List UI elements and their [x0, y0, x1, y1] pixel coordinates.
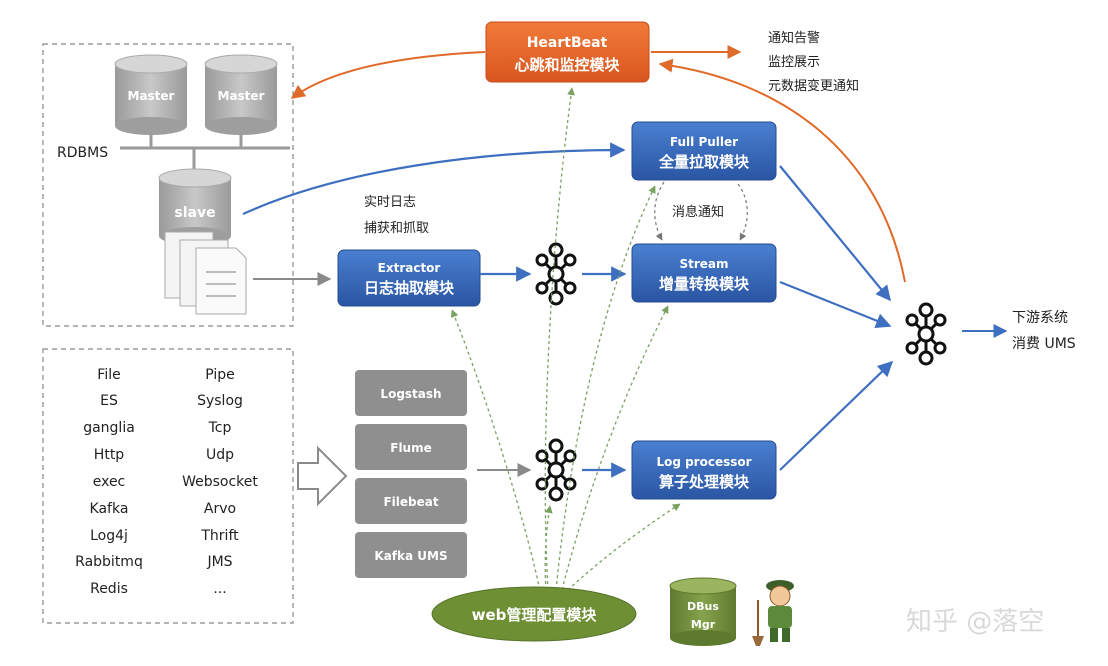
svg-text:DBus: DBus [687, 600, 719, 613]
full-puller-subtitle: 全量拉取模块 [658, 153, 750, 171]
source-item: JMS [206, 554, 232, 570]
svg-text:消费 UMS: 消费 UMS [1012, 336, 1076, 352]
alert-line: 元数据变更通知 [768, 78, 859, 94]
source-item: Pipe [205, 367, 235, 383]
collector-label: Logstash [380, 387, 441, 401]
heartbeat-to-rdbms-arrow [290, 51, 486, 99]
slave-to-full-puller-arrow [242, 142, 626, 216]
stream-subtitle: 增量转换模块 [659, 275, 750, 293]
stream-title: Stream [679, 257, 728, 271]
full-puller-title: Full Puller [670, 135, 738, 149]
master-2-label: Master [218, 89, 265, 103]
source-item: Redis [90, 581, 128, 597]
source-item: File [97, 367, 120, 383]
svg-text:实时日志: 实时日志 [364, 195, 416, 210]
source-list-right: Pipe Syslog Tcp Udp Websocket Arvo Thrif… [182, 367, 258, 597]
extractor-title: Extractor [378, 261, 441, 275]
collector-flume: Flume [355, 424, 467, 470]
log-processor-box: Log processor 算子处理模块 [631, 440, 777, 500]
source-item: Websocket [182, 474, 258, 490]
collector-kafka-ums: Kafka UMS [355, 532, 467, 578]
log-files-icon [164, 231, 247, 315]
web-admin-control-arrows [450, 87, 681, 591]
message-notify-label: 消息通知 [672, 204, 724, 220]
slave-label: slave [174, 205, 215, 221]
source-item: Http [94, 447, 125, 463]
heartbeat-subtitle: 心跳和监控模块 [514, 56, 620, 74]
realtime-log-label: 实时日志 捕获和抓取 [364, 195, 429, 236]
source-item: Log4j [90, 528, 128, 544]
rdbms-label: RDBMS [57, 145, 108, 161]
svg-text:捕获和抓取: 捕获和抓取 [364, 220, 429, 236]
extractor-subtitle: 日志抽取模块 [364, 279, 455, 297]
source-item: Syslog [197, 393, 243, 409]
log-processor-to-hub-arrow [779, 360, 894, 471]
source-item: Tcp [208, 420, 232, 436]
notify-arrow-return [737, 183, 748, 241]
sources-region [42, 348, 294, 624]
full-puller-to-hub-arrow [779, 165, 891, 302]
kafka-hub-icon-top [535, 242, 577, 306]
master-db-1: Master [114, 54, 188, 135]
collector-label: Filebeat [383, 495, 438, 509]
source-item: Udp [206, 447, 234, 463]
kafka-hub-icon-bottom [535, 438, 577, 502]
collector-label: Flume [390, 441, 432, 455]
source-item: Rabbitmq [75, 554, 143, 570]
stream-to-hub-arrow [779, 280, 892, 329]
alert-line: 通知告警 [768, 30, 820, 46]
log-processor-subtitle: 算子处理模块 [659, 473, 750, 491]
heartbeat-box: HeartBeat 心跳和监控模块 [485, 21, 650, 83]
full-puller-box: Full Puller 全量拉取模块 [631, 121, 777, 181]
source-item: Arvo [204, 501, 236, 517]
svg-text:下游系统: 下游系统 [1012, 310, 1068, 326]
web-admin-label: web管理配置模块 [472, 606, 598, 624]
source-item: Kafka [90, 501, 129, 517]
rdbms-bus [120, 133, 290, 170]
log-processor-title: Log processor [656, 455, 751, 469]
notify-arrow-down [654, 181, 665, 241]
svg-text:Mgr: Mgr [691, 618, 716, 631]
source-list-left: File ES ganglia Http exec Kafka Log4j Ra… [75, 367, 143, 597]
source-item: ES [100, 393, 118, 409]
collector-label: Kafka UMS [374, 549, 447, 563]
source-item: ganglia [83, 420, 135, 436]
extractor-box: Extractor 日志抽取模块 [337, 249, 481, 307]
rdbms-region [42, 43, 294, 327]
alert-line: 监控展示 [768, 55, 820, 70]
source-item: exec [93, 474, 126, 490]
heartbeat-title: HeartBeat [527, 35, 608, 51]
hub-to-heartbeat-arrow [658, 58, 906, 283]
watermark-text: 知乎 @落空 [906, 607, 1044, 637]
master-db-2: Master [204, 54, 278, 135]
heartbeat-outputs: 通知告警 监控展示 元数据变更通知 [768, 30, 859, 94]
source-item: Thrift [200, 528, 239, 544]
stream-box: Stream 增量转换模块 [631, 243, 777, 303]
hollow-arrow-icon [297, 445, 348, 507]
dbus-mgr-db: DBus Mgr [669, 577, 737, 646]
source-item: ... [213, 581, 226, 597]
master-1-label: Master [128, 89, 175, 103]
collector-logstash: Logstash [355, 370, 467, 416]
worker-figure-icon [752, 580, 794, 646]
collector-filebeat: Filebeat [355, 478, 467, 524]
web-admin-ellipse: web管理配置模块 [431, 586, 637, 642]
downstream-label: 下游系统 消费 UMS [1012, 310, 1076, 352]
kafka-hub-icon-right [905, 302, 947, 366]
